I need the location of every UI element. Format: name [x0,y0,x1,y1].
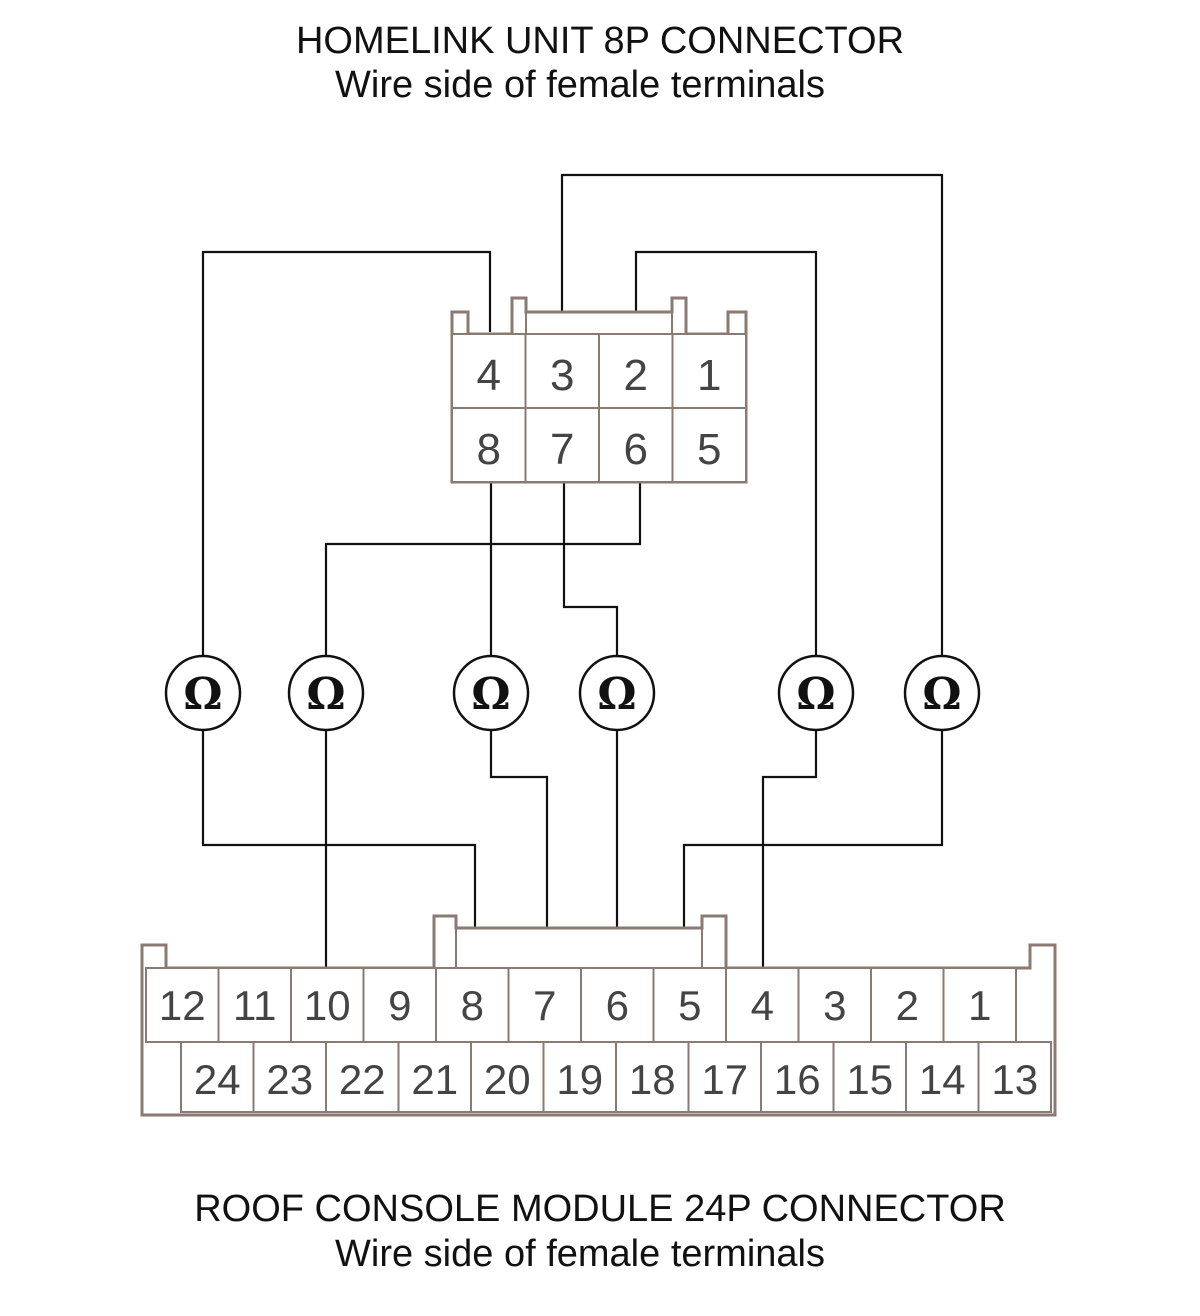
wire-8p8-to-24p7-lower [489,730,549,972]
pin-cell-24p [362,967,437,1043]
wire-8p4-to-24p8-lower [201,730,477,972]
pin-label-24p: 5 [678,982,701,1029]
ohm-symbol: Ω [597,669,636,720]
pin-label-24p: 10 [304,982,351,1029]
pin-label-24p: 16 [774,1056,821,1103]
pin-label-8p: 2 [624,351,648,400]
pin-label-24p: 3 [823,982,846,1029]
pin-cell-24p [180,1041,255,1113]
wire-8p6-to-24p10 [324,480,642,656]
ohm-symbol: Ω [306,669,345,720]
pin-label-8p: 3 [550,351,574,400]
pin-label-24p: 8 [461,982,484,1029]
pin-label-24p: 23 [266,1056,313,1103]
pin-label-24p: 6 [606,982,629,1029]
bottom-connector-subtitle: Wire side of female terminals [335,1233,825,1275]
pin-label-24p: 15 [846,1056,893,1103]
top-connector-title: HOMELINK UNIT 8P CONNECTOR [295,20,905,62]
ohm-symbol: Ω [471,669,510,720]
ohmmeter-icon: Ω [578,654,656,732]
ohmmeter-ring [452,654,530,732]
pin-cell-24p [652,967,727,1043]
pin-cell-8p [598,407,674,483]
ohmmeter-icon: Ω [903,654,981,732]
pin-cell-8p [671,407,747,483]
ohm-symbol: Ω [796,669,835,720]
pin-cell-24p [470,1041,545,1113]
pin-label-24p: 2 [896,982,919,1029]
pin-label-24p: 1 [968,982,991,1029]
wires [201,173,944,972]
ohmmeter-icon: Ω [287,654,365,732]
top-connector-subtitle: Wire side of female terminals [335,64,825,106]
pin-label-24p: 13 [991,1056,1038,1103]
pin-cell-24p [905,1041,980,1113]
ohmmeter-icon: Ω [452,654,530,732]
pin-cell-24p [325,1041,400,1113]
pin-cell-24p [760,1041,835,1113]
pin-cell-24p [397,1041,472,1113]
bottom-connector-title: ROOF CONSOLE MODULE 24P CONNECTOR [194,1188,1006,1230]
pin-label-8p: 6 [624,425,648,474]
pin-label-24p: 4 [751,982,774,1029]
pin-label-24p: 11 [233,982,277,1029]
ohmmeter-ring [578,654,656,732]
pin-label-24p: 12 [159,982,206,1029]
pin-cell-24p [797,967,872,1043]
pin-label-24p: 19 [556,1056,603,1103]
pin-label-24p: 14 [919,1056,966,1103]
pin-label-24p: 21 [411,1056,458,1103]
ohmmeter-ring [903,654,981,732]
pin-label-8p: 7 [550,425,574,474]
wire-8p7-to-24p6 [562,480,619,656]
pin-cell-8p [451,407,527,483]
pin-label-24p: 22 [339,1056,386,1103]
wire-8p3-to-24p5 [560,173,944,656]
pin-label-8p: 5 [697,425,721,474]
ohmmeter-icon: Ω [164,654,242,732]
ohm-symbol: Ω [183,669,222,720]
pin-label-24p: 20 [484,1056,531,1103]
pin-label-24p: 9 [388,982,411,1029]
wire-8p2-to-24p4 [634,250,818,656]
pin-cell-24p [832,1041,907,1113]
ohmmeter-ring [164,654,242,732]
pin-cell-24p [290,967,365,1043]
pin-label-8p: 1 [697,351,721,400]
pin-label-8p: 8 [477,425,501,474]
ohmmeter-ring [777,654,855,732]
pin-label-24p: 17 [701,1056,748,1103]
wire-8p3-to-24p5-lower [682,730,944,972]
pin-label-8p: 4 [477,351,501,400]
pin-label-24p: 7 [533,982,556,1029]
pin-cell-24p [977,1041,1052,1113]
pin-cell-24p [507,967,582,1043]
wire-8p2-to-24p4-lower [761,730,818,972]
pin-cell-8p [598,333,674,409]
pin-cell-8p [671,333,747,409]
wire-8p4-to-24p8 [201,250,492,656]
pin-cell-24p [145,967,220,1043]
pin-cell-24p [687,1041,762,1113]
pin-label-24p: 24 [194,1056,241,1103]
ohmmeter-ring [287,654,365,732]
pin-cell-24p [615,1041,690,1113]
pin-cell-8p [524,407,600,483]
ohmmeter-icon: Ω [777,654,855,732]
pin-label-24p: 18 [629,1056,676,1103]
ohm-symbol: Ω [922,669,961,720]
